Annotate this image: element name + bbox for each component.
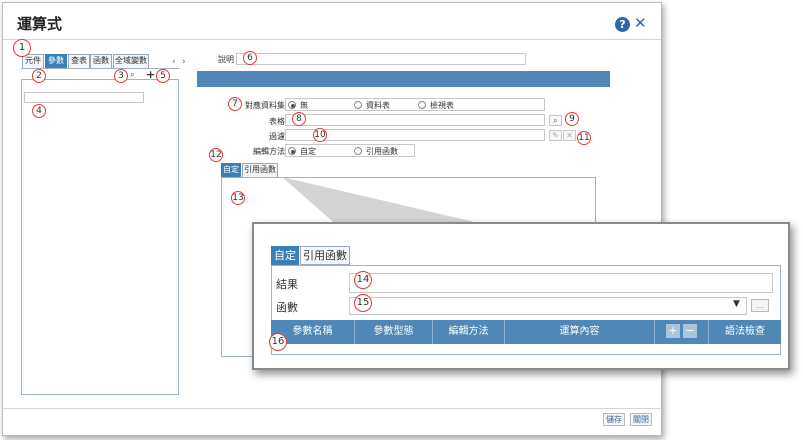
data-source-radio-view[interactable] [418, 101, 426, 109]
column-expression: 運算內容 [505, 320, 655, 344]
callout-2: 2 [32, 69, 46, 83]
edit-method-group [285, 144, 415, 157]
callout-12: 12 [209, 148, 223, 162]
dialog-title: 運算式 [17, 15, 63, 33]
table-label: 表格 [269, 117, 285, 126]
zoom-tab-reference-function[interactable]: 引用函數 [300, 246, 350, 265]
data-source-radio-none[interactable] [288, 101, 296, 109]
callout-9: 9 [565, 112, 579, 126]
description-input[interactable] [236, 53, 526, 65]
callout-1: 1 [13, 39, 31, 57]
section-header-bar [197, 71, 610, 87]
data-source-radio-table[interactable] [354, 101, 362, 109]
add-row-button[interactable]: + [666, 324, 680, 338]
edit-method-option-function: 引用函數 [366, 147, 398, 156]
chevron-down-icon[interactable]: ▼ [733, 299, 740, 309]
search-icon[interactable]: ⌕ [130, 70, 136, 80]
data-source-option-table: 資料表 [366, 101, 390, 110]
table-search-icon[interactable]: ⌕ [549, 115, 562, 126]
callout-7: 7 [228, 97, 242, 111]
remove-row-button[interactable]: − [683, 324, 697, 338]
tab-next-icon[interactable]: › [182, 57, 186, 67]
callout-15: 15 [354, 294, 372, 312]
callout-11: 11 [577, 131, 591, 145]
zoom-tab-custom[interactable]: 自定 [271, 246, 299, 265]
edit-method-radio-custom[interactable] [288, 147, 296, 155]
tabs-underline [21, 68, 179, 69]
zoom-content-frame [271, 265, 781, 355]
parameter-search-input[interactable] [24, 92, 144, 103]
callout-4: 4 [32, 104, 46, 118]
callout-10: 10 [313, 128, 327, 142]
parameter-list[interactable] [21, 79, 179, 395]
syntax-check-button[interactable]: 語法檢查 [709, 320, 781, 344]
inner-tab-custom[interactable]: 自定 [221, 163, 241, 177]
result-label: 結果 [276, 278, 298, 291]
save-button[interactable]: 儲存 [603, 413, 625, 426]
tab-global-variables[interactable]: 全域變數 [113, 54, 149, 68]
callout-6: 6 [243, 51, 257, 65]
callout-5: 5 [156, 69, 170, 83]
help-icon[interactable]: ? [615, 17, 630, 32]
tab-parameters[interactable]: 參數 [45, 54, 67, 68]
filter-edit-icon[interactable]: ✎ [549, 130, 562, 141]
filter-label: 過濾 [269, 132, 285, 141]
filter-clear-icon[interactable]: ✕ [563, 130, 576, 141]
edit-method-radio-function[interactable] [354, 147, 362, 155]
description-label: 說明 [218, 55, 234, 64]
tab-prev-icon[interactable]: ‹ [172, 57, 176, 67]
function-select[interactable] [349, 297, 747, 315]
data-source-option-view: 檢視表 [430, 101, 454, 110]
data-source-label: 對應資料集 [245, 101, 285, 110]
footer-divider [2, 408, 662, 409]
close-icon[interactable]: ✕ [634, 14, 647, 32]
tab-lookup[interactable]: 查表 [68, 54, 90, 68]
data-source-option-none: 無 [300, 101, 308, 110]
callout-14: 14 [354, 271, 372, 289]
tab-functions[interactable]: 函數 [90, 54, 112, 68]
edit-method-option-custom: 自定 [300, 147, 316, 156]
column-param-type: 參數型態 [355, 320, 433, 344]
result-input[interactable] [349, 273, 773, 293]
callout-8: 8 [292, 112, 306, 126]
filter-input[interactable] [285, 129, 545, 141]
close-button[interactable]: 關閉 [630, 413, 652, 426]
data-source-group [285, 98, 545, 111]
callout-13: 13 [231, 191, 245, 205]
callout-16: 16 [269, 333, 287, 351]
edit-method-label: 編輯方法 [253, 147, 285, 156]
title-divider [3, 39, 661, 40]
callout-3: 3 [114, 69, 128, 83]
function-more-button[interactable]: ... [751, 299, 769, 312]
inner-tab-reference-function[interactable]: 引用函數 [242, 163, 278, 177]
function-label: 函數 [276, 301, 298, 314]
tab-components[interactable]: 元件 [22, 54, 44, 68]
table-input[interactable] [285, 114, 545, 126]
column-actions [655, 320, 709, 344]
add-icon[interactable]: + [146, 68, 156, 81]
column-edit-method: 編輯方法 [433, 320, 505, 344]
